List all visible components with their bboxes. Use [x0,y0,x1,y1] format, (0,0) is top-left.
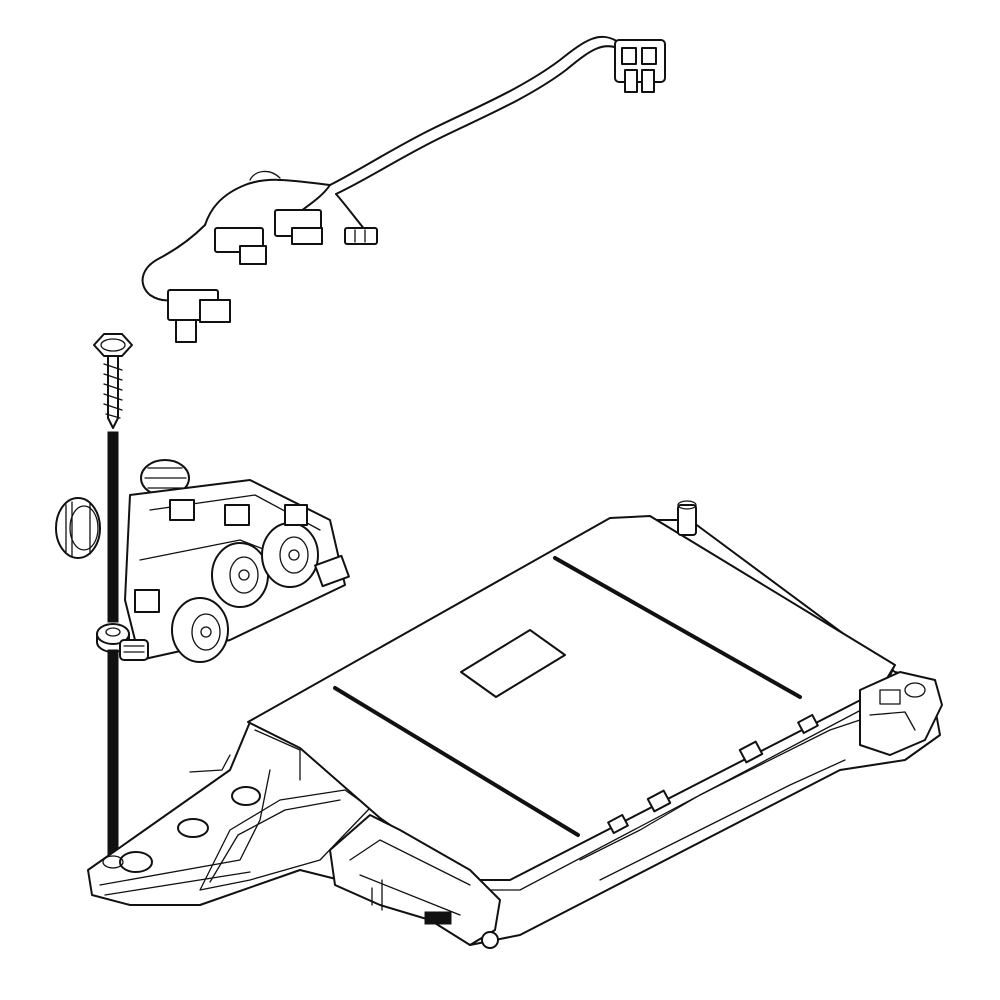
water-inlet-valve [55,459,350,663]
harness-connector-2 [274,209,323,245]
cover-ridge-right [553,556,802,699]
valve-inlet-fitting-left [55,497,101,559]
valve-solenoid-2 [261,522,319,588]
harness-connector-3 [344,227,378,245]
harness-branch-1 [204,178,331,226]
harness-connector-4 [167,289,231,343]
harness-main-cable-b [335,45,623,195]
board-label-plate [460,629,566,698]
screw-thread [103,363,123,419]
tray-flange-edges [99,769,271,896]
harness-connector-1 [214,227,267,265]
tray-mounting-holes [102,786,261,873]
tray-front-rail-b [599,759,846,881]
valve-outlet [119,639,149,661]
wire-harness [141,35,666,343]
tray-front-clips [607,713,819,835]
board-cover [247,515,896,881]
tray-right-post [677,500,697,536]
valve-terminals [134,499,350,613]
screw-axis-line [107,431,119,861]
tray-front-rail-a [579,719,861,861]
harness-main-cable-a [329,35,619,186]
tray-right-mount [859,671,943,756]
screw-head [93,333,133,357]
tray-left-tabs [189,729,301,781]
screw [93,333,133,429]
cover-ridge-left [333,686,580,837]
tray-bottom-latch [329,814,501,949]
valve-solenoid-1 [211,542,269,608]
harness-loop [249,170,281,181]
control-board-assembly [87,500,943,949]
valve-solenoid-3 [171,597,229,663]
harness-top-connector [614,39,666,93]
